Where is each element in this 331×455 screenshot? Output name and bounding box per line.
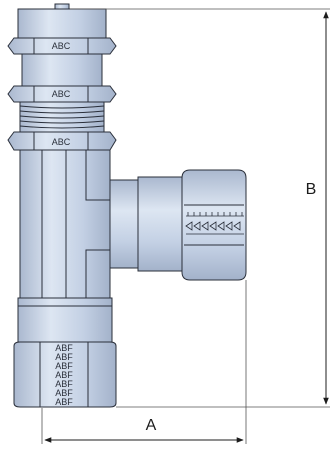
nut-marking: ABC: [52, 137, 71, 147]
lower-small-hex-nut: ABC: [7, 131, 117, 151]
nut-marking: ABF: [55, 379, 73, 389]
bottom-hex-nut: ABF ABF ABF ABF ABF ABF ABF: [13, 341, 117, 408]
nut-marking: ABF: [55, 361, 73, 371]
nut-marking: ABF: [55, 397, 73, 407]
dimension-b-extension-lines: [70, 8, 330, 408]
side-collar: [137, 176, 183, 272]
side-outlet-nut: [181, 169, 247, 281]
top-cap: [17, 3, 107, 40]
nut-marking: ABF: [55, 370, 73, 380]
bottom-nut-markings: ABF ABF ABF ABF ABF ABF ABF: [55, 343, 73, 407]
dimension-a-label: A: [146, 417, 157, 434]
dimension-b: B: [306, 11, 329, 405]
sleeve: [21, 53, 103, 87]
tee-body: [19, 149, 139, 299]
lower-sleeve: [17, 297, 113, 343]
upper-hex-nut: ABC: [7, 37, 117, 55]
dimension-a-extension-lines: [41, 280, 247, 444]
side-nut-teeth: [185, 212, 244, 235]
middle-hex-nut: ABC: [7, 85, 117, 103]
nut-marking: ABF: [55, 388, 73, 398]
nut-marking: ABC: [52, 89, 71, 99]
nut-marking: ABC: [52, 41, 71, 51]
dimension-b-label: B: [306, 181, 317, 198]
nut-marking: ABF: [55, 352, 73, 362]
nut-marking: ABF: [55, 343, 73, 353]
thread-section: [19, 101, 105, 133]
dimension-a: A: [44, 417, 244, 443]
